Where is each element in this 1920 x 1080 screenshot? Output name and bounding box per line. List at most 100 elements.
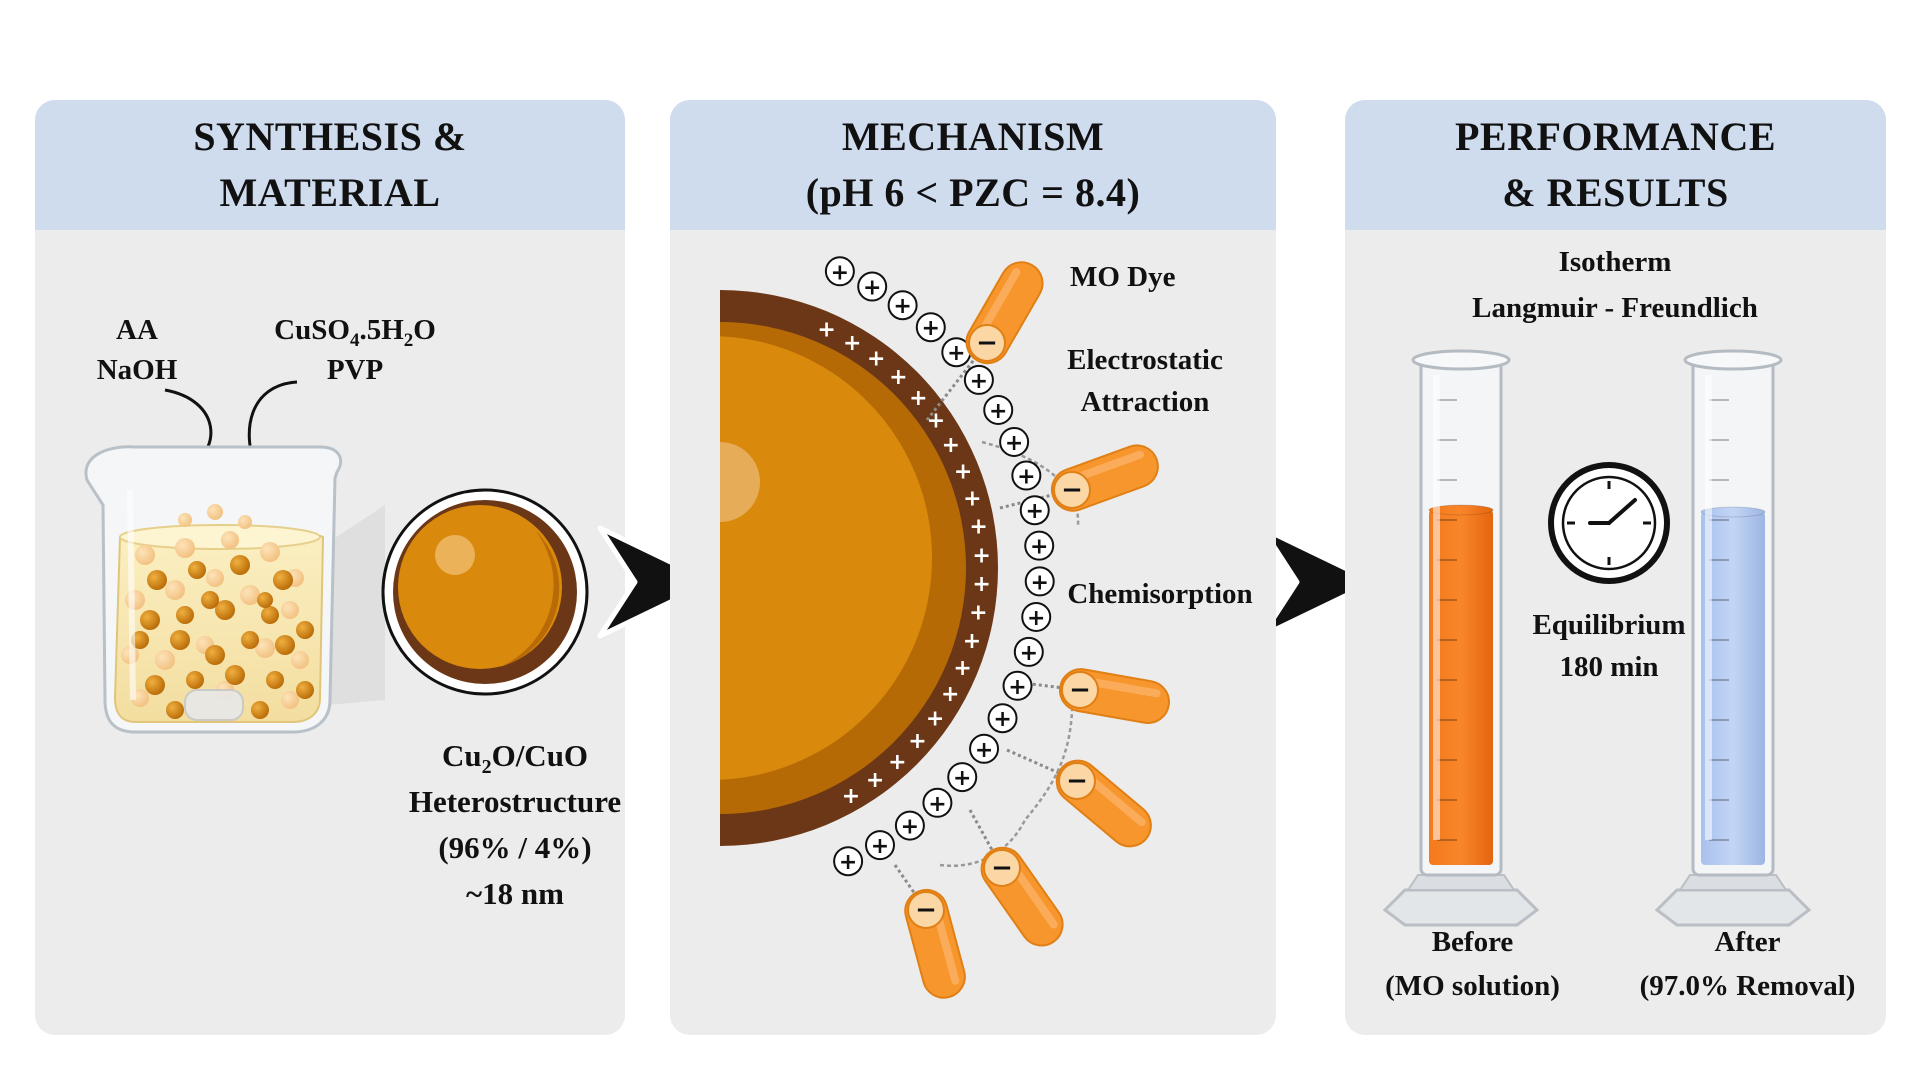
positive-charge-icon: + xyxy=(1021,601,1052,632)
dye-molecule-icon: − xyxy=(1050,444,1159,512)
svg-text:+: + xyxy=(993,707,1011,732)
synthesis-title-line2: MATERIAL xyxy=(219,170,441,215)
svg-text:+: + xyxy=(1031,570,1049,595)
svg-text:+: + xyxy=(947,341,965,366)
attraction-label: Attraction xyxy=(1080,386,1210,418)
positive-charge-icon: + xyxy=(887,290,918,321)
reagent-aa-label: AA xyxy=(116,314,158,346)
clock-icon xyxy=(1548,462,1670,584)
svg-text:+: + xyxy=(928,792,946,817)
isotherm-label: Isotherm xyxy=(1558,246,1672,278)
svg-text:+: + xyxy=(901,815,919,840)
svg-text:−: − xyxy=(991,853,1013,883)
svg-text:+: + xyxy=(863,276,881,301)
svg-text:+: + xyxy=(893,294,911,319)
svg-text:+: + xyxy=(972,543,990,568)
svg-text:+: + xyxy=(969,515,987,540)
positive-charge-icon: + xyxy=(1013,636,1044,667)
equilibrium-time-label: 180 min xyxy=(1559,651,1659,683)
svg-text:+: + xyxy=(975,738,993,763)
positive-charges: ++++++++++++++++++++++ xyxy=(824,256,1055,877)
panel-performance: PERFORMANCE & RESULTS Isotherm Langmuir … xyxy=(1345,100,1886,1035)
reagent-cuso4-label: CuSO4.5H2O xyxy=(274,314,436,351)
svg-text:+: + xyxy=(969,601,987,626)
svg-text:+: + xyxy=(942,433,960,458)
chemisorption-label: Chemisorption xyxy=(1067,578,1253,610)
nanoparticle-icon xyxy=(381,488,589,696)
svg-text:+: + xyxy=(963,487,981,512)
reagent-naoh-label: NaOH xyxy=(96,354,178,386)
positive-charge-icon: + xyxy=(941,337,972,368)
svg-text:+: + xyxy=(972,572,990,597)
svg-text:+: + xyxy=(954,459,972,484)
svg-text:+: + xyxy=(842,784,860,809)
svg-text:+: + xyxy=(922,316,940,341)
svg-text:+: + xyxy=(953,656,971,681)
mechanism-title-line2: (pH 6 < PZC = 8.4) xyxy=(805,170,1141,215)
svg-text:+: + xyxy=(1008,675,1026,700)
svg-text:+: + xyxy=(839,850,857,875)
equilibrium-label: Equilibrium xyxy=(1532,609,1686,641)
dye-molecules: − − − − − − xyxy=(904,261,1170,999)
svg-text:+: + xyxy=(1030,535,1048,560)
positive-charge-icon: + xyxy=(1011,460,1042,491)
synthesis-illustration xyxy=(84,380,589,734)
mechanism-illustration: +++++++++++++++++++++ ++++++++++++++++++… xyxy=(720,256,1170,999)
material-heterostructure-label: Heterostructure xyxy=(408,784,622,819)
mechanism-title-line1: MECHANISM xyxy=(841,114,1105,159)
svg-text:−: − xyxy=(976,328,998,358)
mo-dye-label: MO Dye xyxy=(1070,261,1176,293)
svg-text:+: + xyxy=(1017,465,1035,490)
svg-text:+: + xyxy=(871,834,889,859)
svg-text:+: + xyxy=(1020,641,1038,666)
positive-charge-icon: + xyxy=(1019,495,1050,526)
svg-text:+: + xyxy=(953,766,971,791)
synthesis-title-line1: SYNTHESIS & xyxy=(193,114,467,159)
panel-performance-header: PERFORMANCE & RESULTS xyxy=(1345,100,1886,230)
positive-charge-icon: + xyxy=(894,810,925,841)
svg-text:+: + xyxy=(927,409,945,434)
graduated-cylinder-icon xyxy=(1382,349,1540,927)
svg-text:+: + xyxy=(970,369,988,394)
svg-text:+: + xyxy=(831,260,849,285)
material-size-label: ~18 nm xyxy=(466,876,564,911)
positive-charge-icon: + xyxy=(865,830,895,861)
panel-mechanism-header: MECHANISM (pH 6 < PZC = 8.4) xyxy=(670,100,1276,230)
beaker-icon xyxy=(84,445,343,734)
svg-text:−: − xyxy=(1069,675,1091,705)
before-label: Before xyxy=(1431,926,1514,958)
performance-title-line1: PERFORMANCE xyxy=(1454,114,1777,159)
dye-molecule-icon: − xyxy=(965,261,1044,365)
panel-synthesis-header: SYNTHESIS & MATERIAL xyxy=(35,100,625,230)
svg-text:+: + xyxy=(866,768,884,793)
positive-charge-icon: + xyxy=(915,312,946,343)
dye-molecule-icon: − xyxy=(980,846,1064,947)
before-solution-label: (MO solution) xyxy=(1385,970,1560,1002)
svg-text:+: + xyxy=(1005,431,1023,456)
panel-mechanism: MECHANISM (pH 6 < PZC = 8.4) +++++++++++… xyxy=(670,100,1276,1035)
positive-charge-icon: + xyxy=(857,271,888,302)
positive-charge-icon: + xyxy=(947,762,978,793)
positive-charge-icon: + xyxy=(1002,670,1033,701)
svg-text:+: + xyxy=(941,682,959,707)
reagent-pvp-label: PVP xyxy=(326,354,384,386)
after-removal-label: (97.0% Removal) xyxy=(1639,970,1856,1002)
svg-text:+: + xyxy=(888,750,906,775)
svg-text:+: + xyxy=(926,707,944,732)
svg-text:+: + xyxy=(909,386,927,411)
dye-molecule-icon: − xyxy=(1055,759,1152,848)
material-composition-label: (96% / 4%) xyxy=(438,830,592,865)
attraction-arc-lower xyxy=(939,709,1074,868)
electrostatic-label: Electrostatic xyxy=(1067,344,1223,376)
positive-charge-icon: + xyxy=(1024,530,1055,561)
positive-charge-icon: + xyxy=(969,733,1000,764)
graduated-cylinder-icon xyxy=(1654,349,1812,927)
svg-text:+: + xyxy=(1026,499,1044,524)
svg-text:−: − xyxy=(915,895,937,925)
svg-text:+: + xyxy=(843,331,861,356)
performance-illustration xyxy=(1382,349,1812,927)
positive-charge-icon: + xyxy=(833,846,864,877)
svg-text:+: + xyxy=(963,629,981,654)
positive-charge-icon: + xyxy=(999,426,1030,457)
dye-molecule-icon: − xyxy=(1058,668,1170,724)
